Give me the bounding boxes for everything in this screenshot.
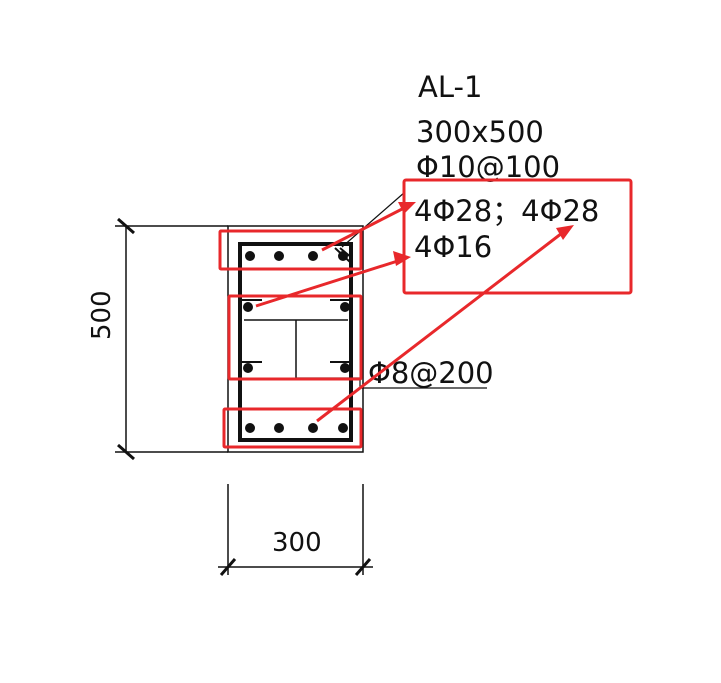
red-annotation-overlay [218,178,633,449]
stirrup-label: Φ10@100 [416,150,560,184]
bottom-bars-highlight-box [222,407,363,449]
height-dimension-label: 500 [87,290,117,340]
width-dimension [218,484,373,576]
waist-bars-highlight-box [227,294,363,381]
height-dimension [115,217,228,461]
tie-bar-label: Φ8@200 [368,356,494,390]
waist-bars [240,299,351,378]
stirrup-outline [238,242,353,442]
main-bars-label: 4Φ28；4Φ28 [414,194,599,228]
beam-id-label: AL-1 [418,70,482,104]
top-bars [245,247,353,263]
label-highlight-box [402,178,633,295]
bottom-bars-arrow [316,228,567,423]
width-dimension-label: 300 [272,528,322,558]
top-bars-highlight-box [218,229,363,271]
waist-bars-label: 4Φ16 [414,230,492,264]
top-bars-arrow [321,204,409,252]
beam-size-label: 300x500 [416,115,544,149]
waist-bars-arrow [255,257,405,308]
bottom-bars [245,423,348,433]
